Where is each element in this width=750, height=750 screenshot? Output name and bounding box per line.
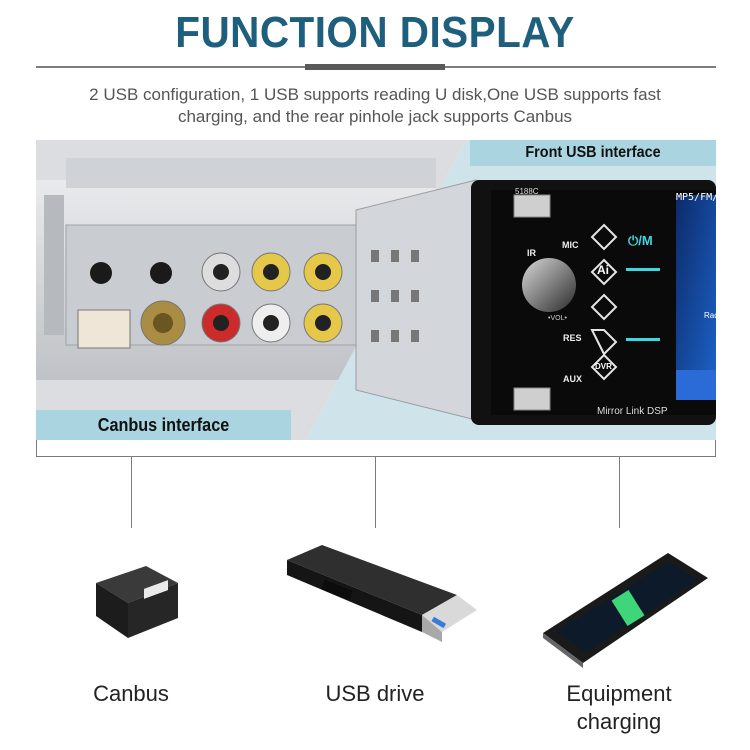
caption-charging-line-2: charging <box>576 709 662 734</box>
bracket-left <box>36 440 37 456</box>
connector-canbus <box>131 456 132 528</box>
ai-label: Ai <box>597 263 609 277</box>
bracket-bottom <box>36 456 716 457</box>
usb-port-top <box>513 194 551 218</box>
button-glow <box>626 268 660 271</box>
usb-drive-image <box>287 545 477 642</box>
front-usb-label: Front USB interface <box>470 140 716 166</box>
page-title: FUNCTION DISPLAY <box>175 8 575 57</box>
dvr-label: DVR <box>595 362 612 371</box>
button-glow <box>626 338 660 341</box>
device-model: 5188C <box>515 187 539 196</box>
device-top-text: MP5/FM/ <box>676 192 719 203</box>
front-faceplate <box>471 180 716 425</box>
bracket-right <box>715 440 716 456</box>
front-usb-label-text: Front USB interface <box>525 144 661 161</box>
pinhole-jack <box>90 262 112 284</box>
connector-charging <box>619 456 620 528</box>
vol-label: •VOL• <box>548 315 567 322</box>
caption-usb-drive: USB drive <box>325 681 425 706</box>
title-divider-accent <box>305 64 445 70</box>
description-line-2: charging, and the rear pinhole jack supp… <box>177 107 573 126</box>
res-label: RES <box>563 333 582 343</box>
product-photo <box>36 140 716 440</box>
ir-label: IR <box>527 248 536 258</box>
mic-label: MIC <box>562 240 579 250</box>
canbus-interface-label: Canbus interface <box>36 410 291 440</box>
power-mode-label: ⏻/M <box>628 233 653 248</box>
usb-port-bottom <box>513 387 551 411</box>
canbus-port <box>77 309 131 349</box>
connector-usb <box>375 456 376 528</box>
caption-equipment-charging: Equipment charging <box>534 680 704 736</box>
canbus-box-image <box>96 566 178 638</box>
device-bottom-text: Mirror Link DSP <box>597 406 668 417</box>
canbus-interface-label-text: Canbus interface <box>97 415 230 435</box>
volume-knob <box>522 258 576 312</box>
display-screen <box>676 195 716 390</box>
rca-jacks <box>201 252 343 343</box>
side-chassis <box>355 179 477 421</box>
smartphone-image <box>543 553 708 668</box>
caption-charging-line-1: Equipment <box>566 681 672 706</box>
pinhole-jack <box>150 262 172 284</box>
aux-label: AUX <box>563 374 583 384</box>
radio-label: Rad <box>704 311 719 320</box>
caption-canbus: Canbus <box>93 681 169 706</box>
description-line-1: 2 USB configuration, 1 USB supports read… <box>89 85 661 104</box>
feature-description: 2 USB configuration, 1 USB supports read… <box>40 84 710 128</box>
